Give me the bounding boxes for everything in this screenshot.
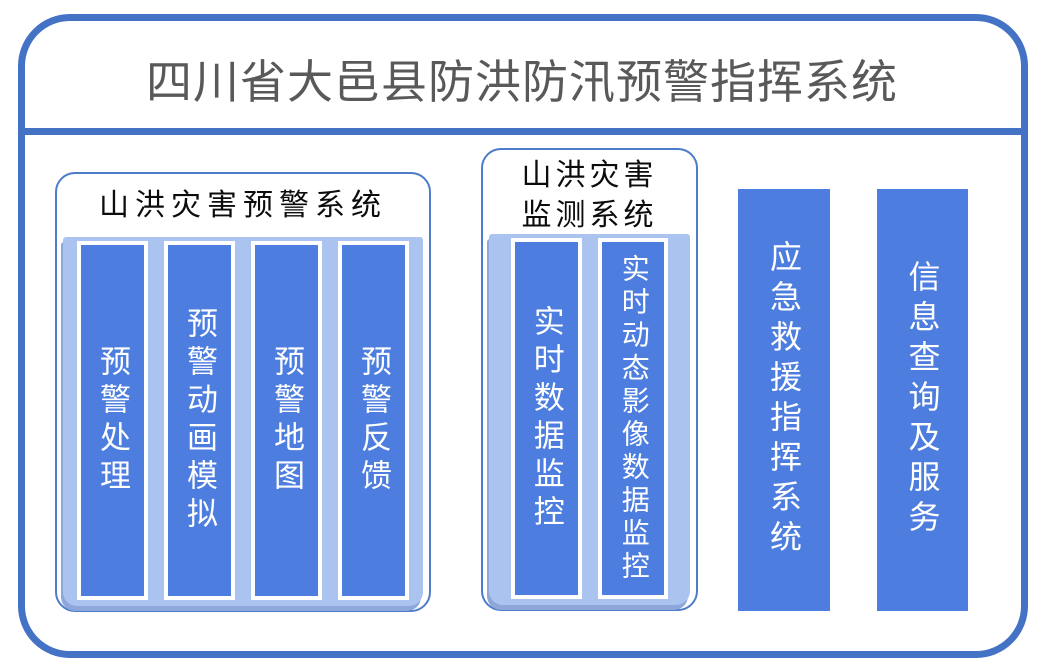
bar-warning-processing-label: 预警处理 (95, 344, 130, 497)
title-divider-line (21, 128, 1024, 135)
bar-realtime-video-data-monitoring: 实时动态影像数据监控 (597, 238, 668, 599)
bar-warning-animation-simulation: 预警动画模拟 (164, 241, 235, 600)
bar-emergency-rescue-command-system-label: 应急救援指挥系统 (766, 240, 802, 560)
bar-realtime-video-data-monitoring-label: 实时动态影像数据监控 (617, 253, 649, 584)
bar-emergency-rescue-command-system: 应急救援指挥系统 (738, 189, 830, 611)
bar-realtime-data-monitoring-label: 实时数据监控 (528, 304, 564, 533)
group-title-flood-monitoring-line1: 山洪灾害 (521, 159, 658, 192)
group-title-flood-warning: 山洪灾害预警系统 (99, 189, 387, 222)
bar-warning-map-label: 预警地图 (269, 344, 304, 497)
group-title-flood-monitoring-line2: 监测系统 (521, 199, 658, 232)
group-flood-warning-system: 山洪灾害预警系统 预警处理 预警动画模拟 预警地图 预警反馈 (55, 172, 431, 612)
bar-warning-processing: 预警处理 (77, 241, 148, 600)
group-flood-monitoring-system: 山洪灾害 监测系统 实时数据监控 实时动态影像数据监控 (481, 148, 698, 611)
flood-monitoring-tray: 实时数据监控 实时动态影像数据监控 (489, 234, 690, 605)
bar-warning-animation-simulation-label: 预警动画模拟 (182, 306, 217, 535)
bar-warning-map: 预警地图 (251, 241, 322, 600)
bar-information-query-and-service-label: 信息查询及服务 (904, 260, 941, 540)
page-title: 四川省大邑县防洪防汛预警指挥系统 (146, 56, 898, 108)
bar-information-query-and-service: 信息查询及服务 (877, 189, 968, 611)
group-title-flood-monitoring: 山洪灾害 监测系统 (483, 156, 696, 236)
flood-warning-tray: 预警处理 预警动画模拟 预警地图 预警反馈 (63, 237, 423, 606)
bar-warning-feedback: 预警反馈 (338, 241, 409, 600)
bar-realtime-data-monitoring: 实时数据监控 (511, 238, 582, 599)
bar-warning-feedback-label: 预警反馈 (356, 344, 391, 497)
